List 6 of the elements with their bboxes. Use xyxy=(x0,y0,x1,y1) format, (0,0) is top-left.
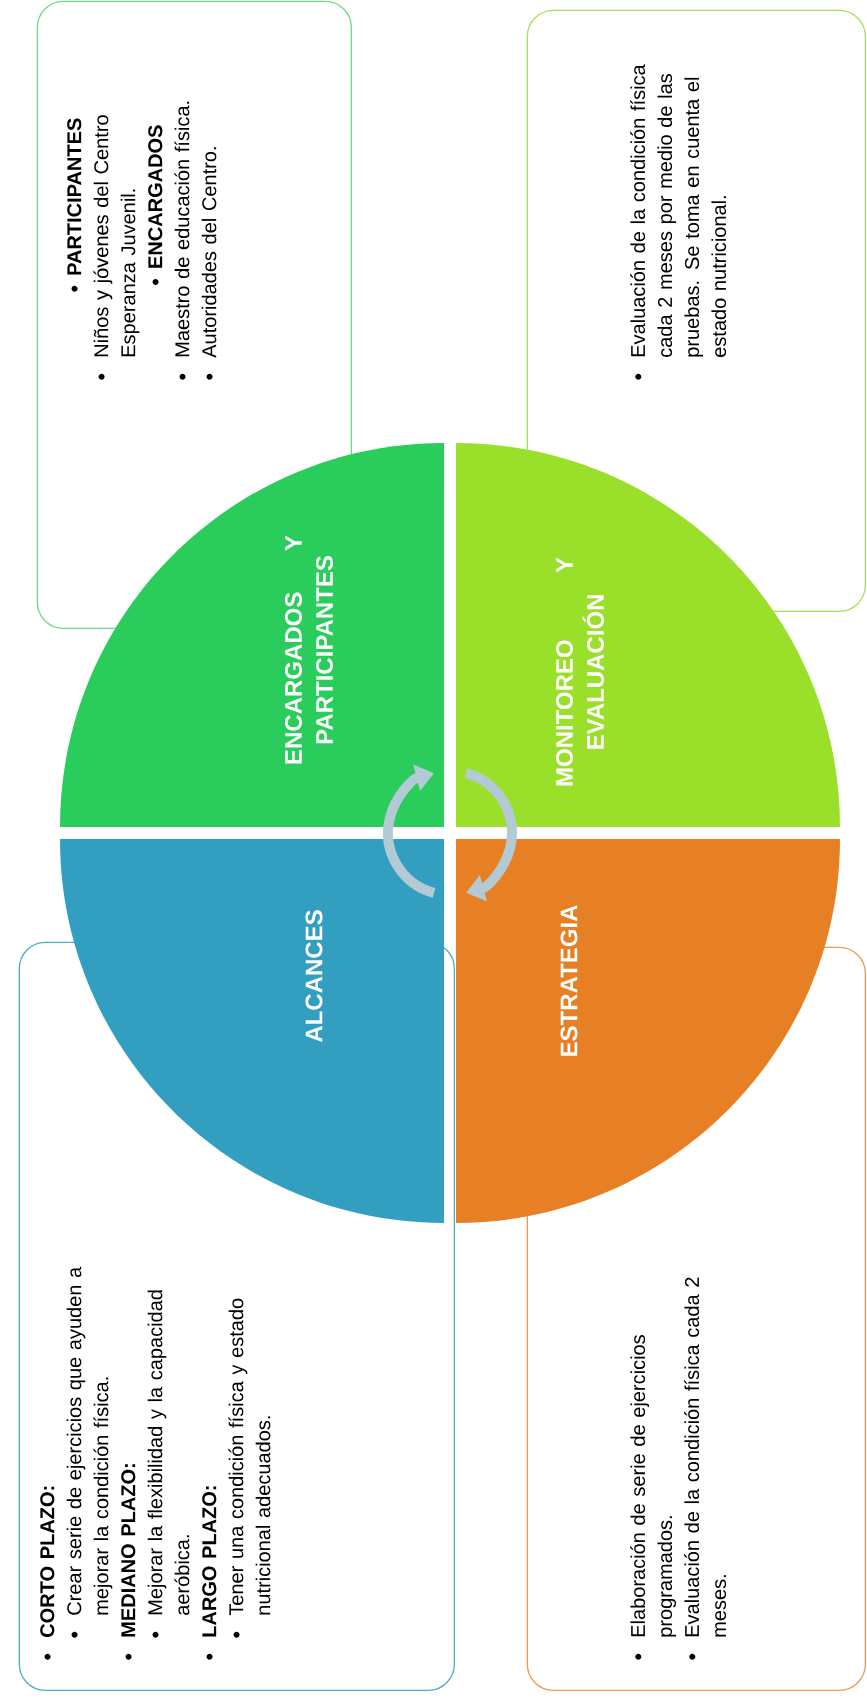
quadrant: ALCANCES xyxy=(60,839,444,1223)
quadrant: ESTRATEGIA xyxy=(456,839,840,1223)
quadrant: ENCARGADOS Y PARTICIPANTES xyxy=(60,443,444,827)
quadrant: MONITOREO Y EVALUACIÓN xyxy=(456,443,840,827)
curved-arrow xyxy=(383,764,436,898)
curved-arrow xyxy=(464,768,517,902)
